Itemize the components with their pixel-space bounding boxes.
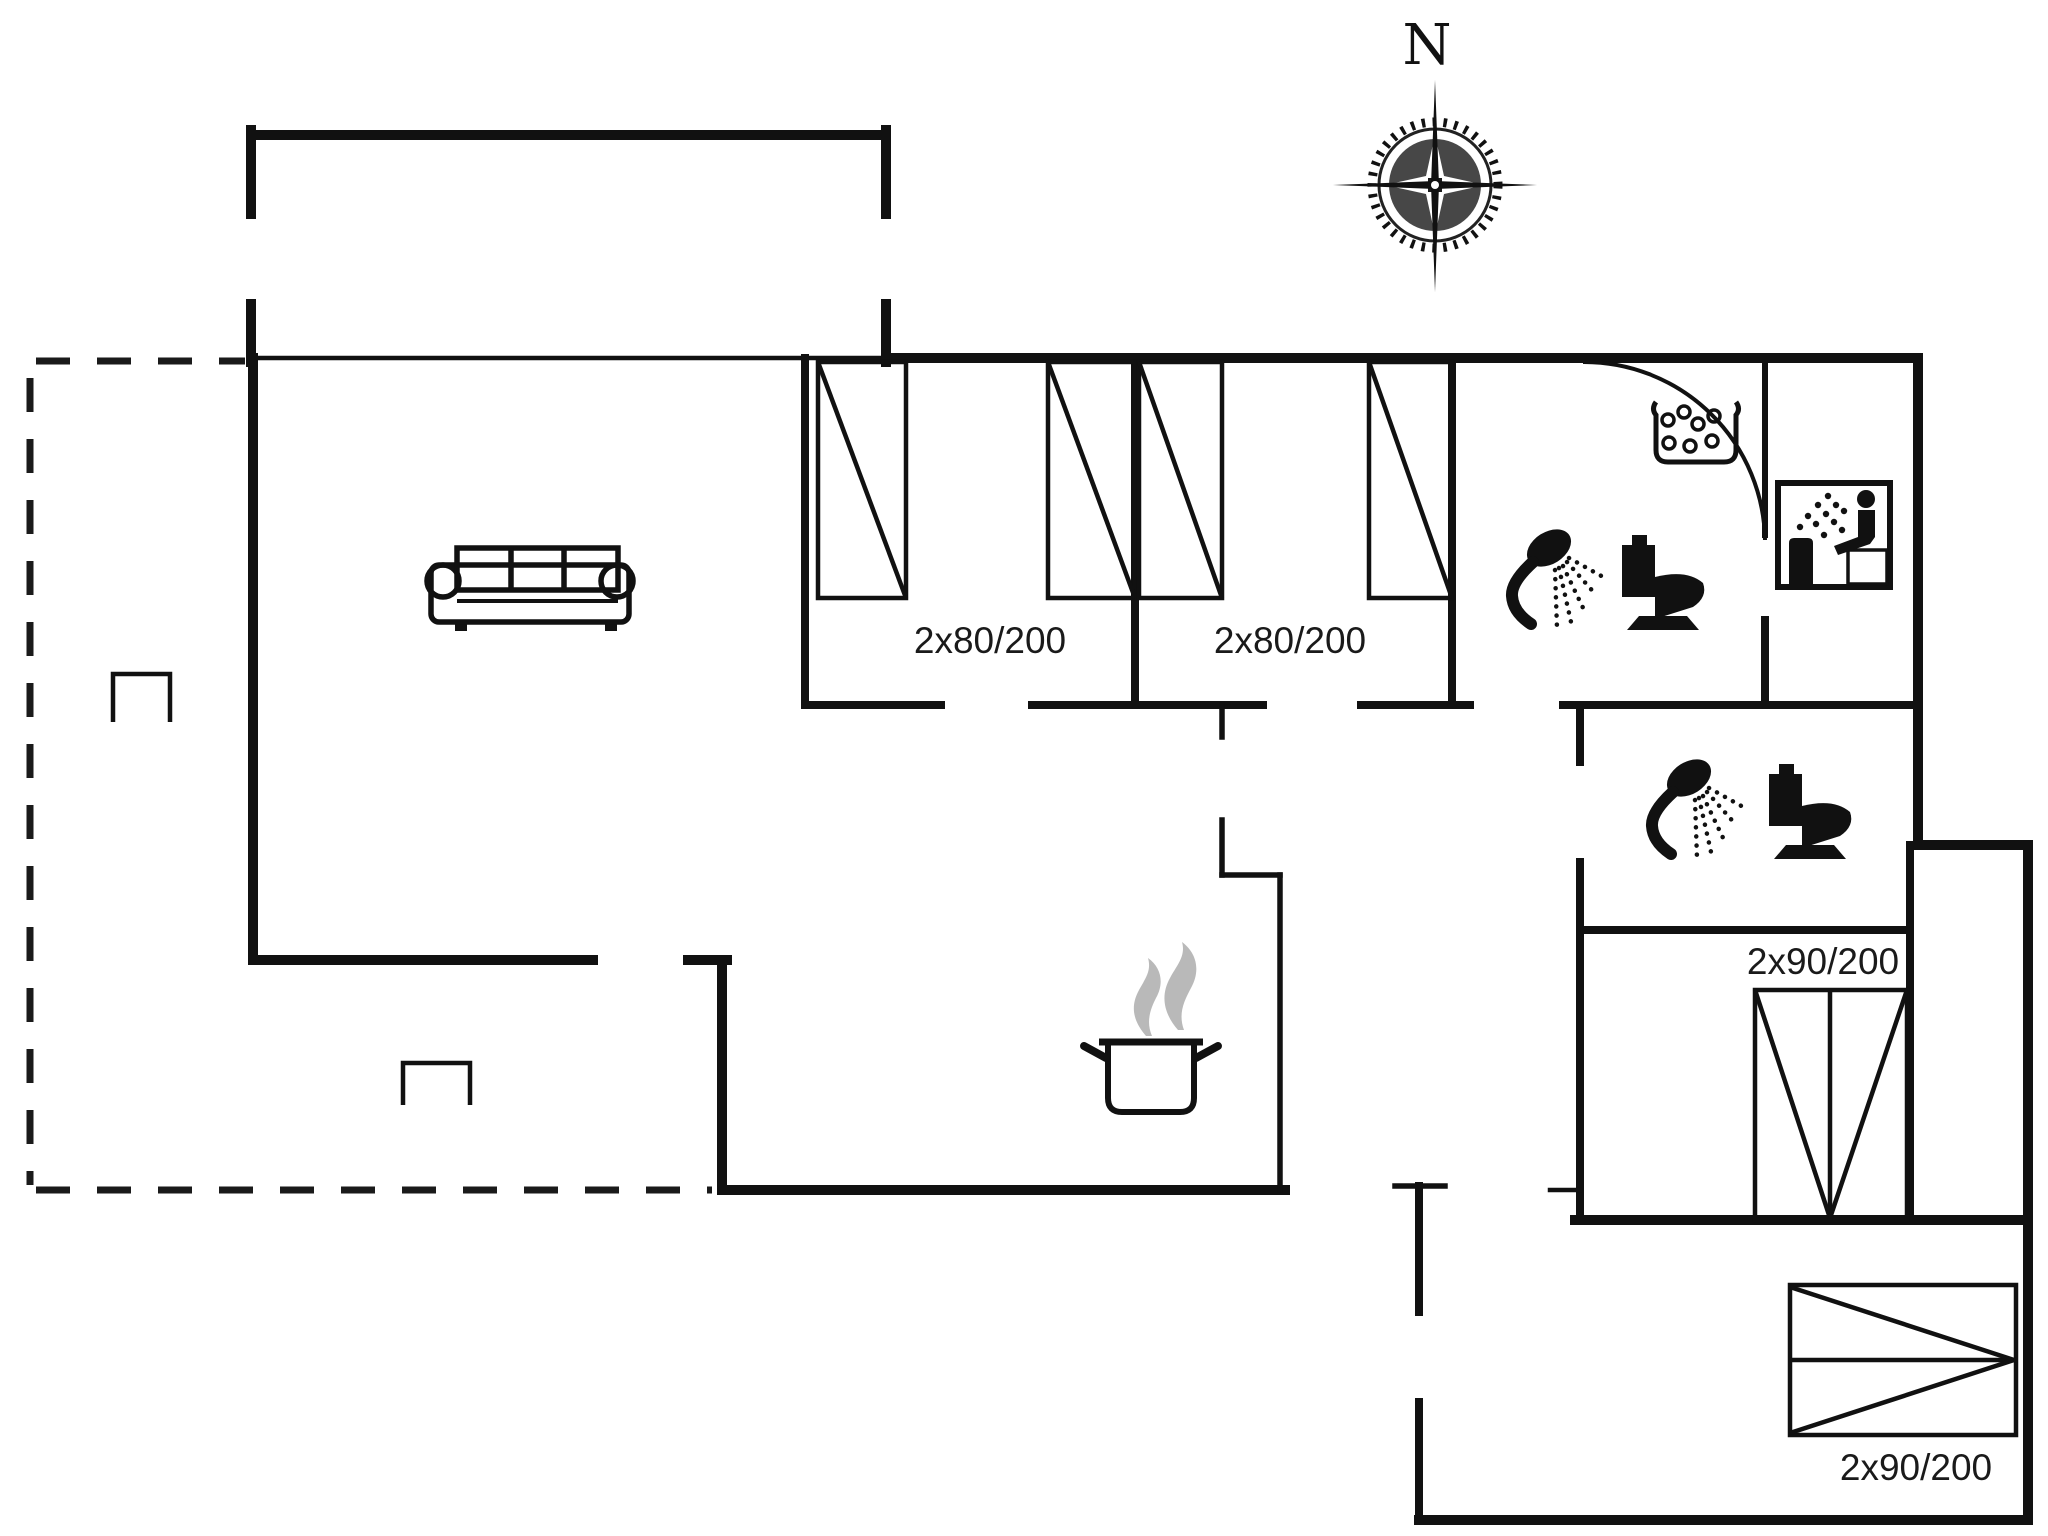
shower-icon [1506, 529, 1608, 631]
bed-size-label: 2x90/200 [1840, 1447, 1992, 1488]
toilet-icon [1622, 535, 1705, 630]
terrace-table-icon [400, 1060, 473, 1105]
bedroom1-beds: 2x80/200 [815, 359, 1138, 661]
bedroom3-beds: 2x90/200 [1747, 941, 1910, 1223]
toilet-icon [1769, 764, 1852, 859]
steam-icon [1133, 942, 1197, 1036]
compass-rose-icon [1333, 80, 1537, 292]
bed-icon [1787, 1282, 2019, 1438]
terrace-table-icon [110, 671, 173, 722]
bed-size-label: 2x80/200 [914, 620, 1066, 661]
bedroom2-beds: 2x80/200 [1136, 359, 1455, 661]
bed-icon [1366, 359, 1455, 601]
interior-walls [801, 354, 2033, 1524]
bed-size-label: 2x80/200 [1214, 620, 1366, 661]
bed-icon [815, 359, 909, 601]
carport-walls [246, 125, 891, 367]
whirlpool-icon [1651, 400, 1741, 465]
sofa-icon [424, 545, 636, 631]
bed-icon [1752, 987, 1910, 1223]
door-swing-arc-icon [1582, 359, 1768, 541]
bed-size-label: 2x90/200 [1747, 941, 1899, 982]
terrace-outline [26, 357, 712, 1194]
cooking-pot-icon [1080, 942, 1222, 1115]
bedroom4-beds: 2x90/200 [1787, 1282, 2019, 1488]
bed-icon [1045, 359, 1138, 601]
north-label: N [1403, 13, 1452, 78]
bed-icon [1136, 359, 1225, 601]
exterior-walls [248, 353, 2033, 1525]
shower-icon [1646, 759, 1748, 861]
sauna-icon [1775, 480, 1893, 590]
